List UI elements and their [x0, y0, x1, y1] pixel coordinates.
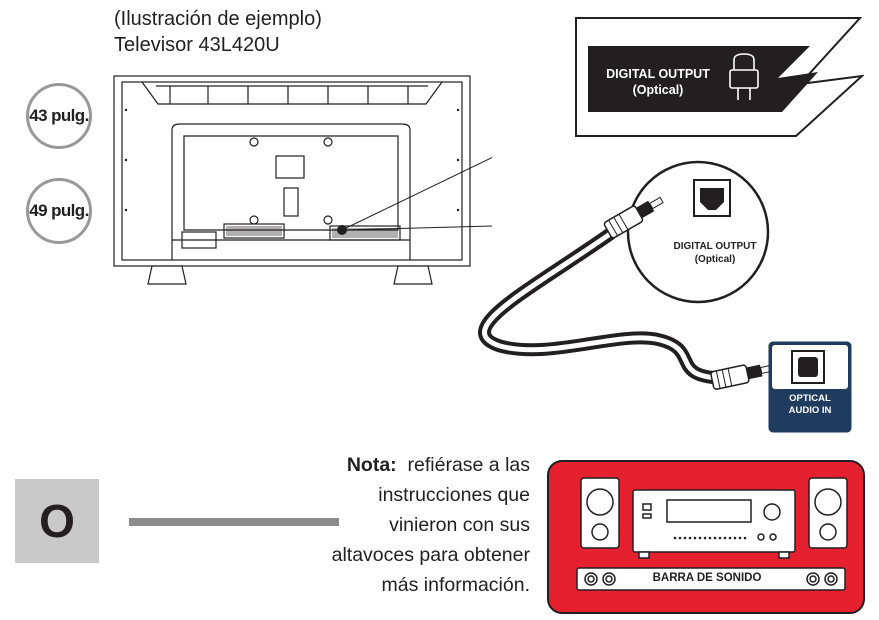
tv-port-label-line-2: (Optical) — [694, 254, 736, 265]
audio-equipment-panel — [547, 460, 865, 614]
optical-in-label: OPTICAL AUDIO IN — [770, 393, 850, 417]
note-line-1: Nota: refiérase a las — [238, 450, 530, 480]
tv-port-zoom-circle — [626, 160, 770, 304]
caption-line-2: Televisor 43L420U — [114, 34, 280, 56]
optical-audio-in-box — [768, 341, 852, 433]
tv-port-label: DIGITAL OUTPUT (Optical) — [660, 240, 770, 266]
tv-port-label-line-1: DIGITAL OUTPUT — [673, 241, 757, 252]
note-line-2: instrucciones que — [378, 484, 530, 506]
callout-label: DIGITAL OUTPUT (Optical) — [595, 66, 721, 98]
divider-bar — [129, 518, 339, 526]
optical-in-label-line-2: AUDIO IN — [788, 405, 832, 416]
size-badge-43: 43 pulg. — [26, 83, 92, 149]
upper-plug — [603, 196, 664, 239]
note-bold-label: Nota: — [346, 454, 397, 476]
right-speaker-icon — [808, 477, 848, 549]
note-text: Nota: refiérase a las instrucciones que … — [238, 450, 530, 600]
optical-port-icon — [729, 53, 759, 100]
note-line-5: más información. — [381, 574, 530, 596]
size-badge-49: 49 pulg. — [26, 178, 92, 244]
digital-output-callout — [575, 17, 864, 137]
soundbar-icon — [576, 567, 846, 591]
caption-line-1: (Ilustración de ejemplo) — [114, 8, 322, 30]
tv-rear-illustration — [113, 75, 492, 285]
or-box-label: O — [39, 495, 75, 547]
soundbar-label: BARRA DE SONIDO — [652, 572, 762, 584]
callout-label-line-2: (Optical) — [632, 83, 684, 97]
diagram-caption: (Ilustración de ejemplo) Televisor 43L42… — [114, 6, 322, 58]
lower-plug — [710, 364, 773, 390]
size-badge-43-label: 43 pulg. — [29, 106, 89, 125]
optical-cable — [478, 196, 773, 390]
callout-label-line-1: DIGITAL OUTPUT — [606, 67, 710, 81]
note-line-4: altavoces para obtener — [331, 544, 530, 566]
note-line-1-text: refiérase a las — [407, 454, 530, 476]
left-speaker-icon — [580, 477, 620, 549]
or-box: O — [15, 479, 99, 563]
note-line-3: vinieron con sus — [389, 514, 530, 536]
size-badge-49-label: 49 pulg. — [29, 201, 89, 220]
optical-in-label-line-1: OPTICAL — [789, 393, 831, 404]
receiver-icon — [632, 489, 796, 559]
